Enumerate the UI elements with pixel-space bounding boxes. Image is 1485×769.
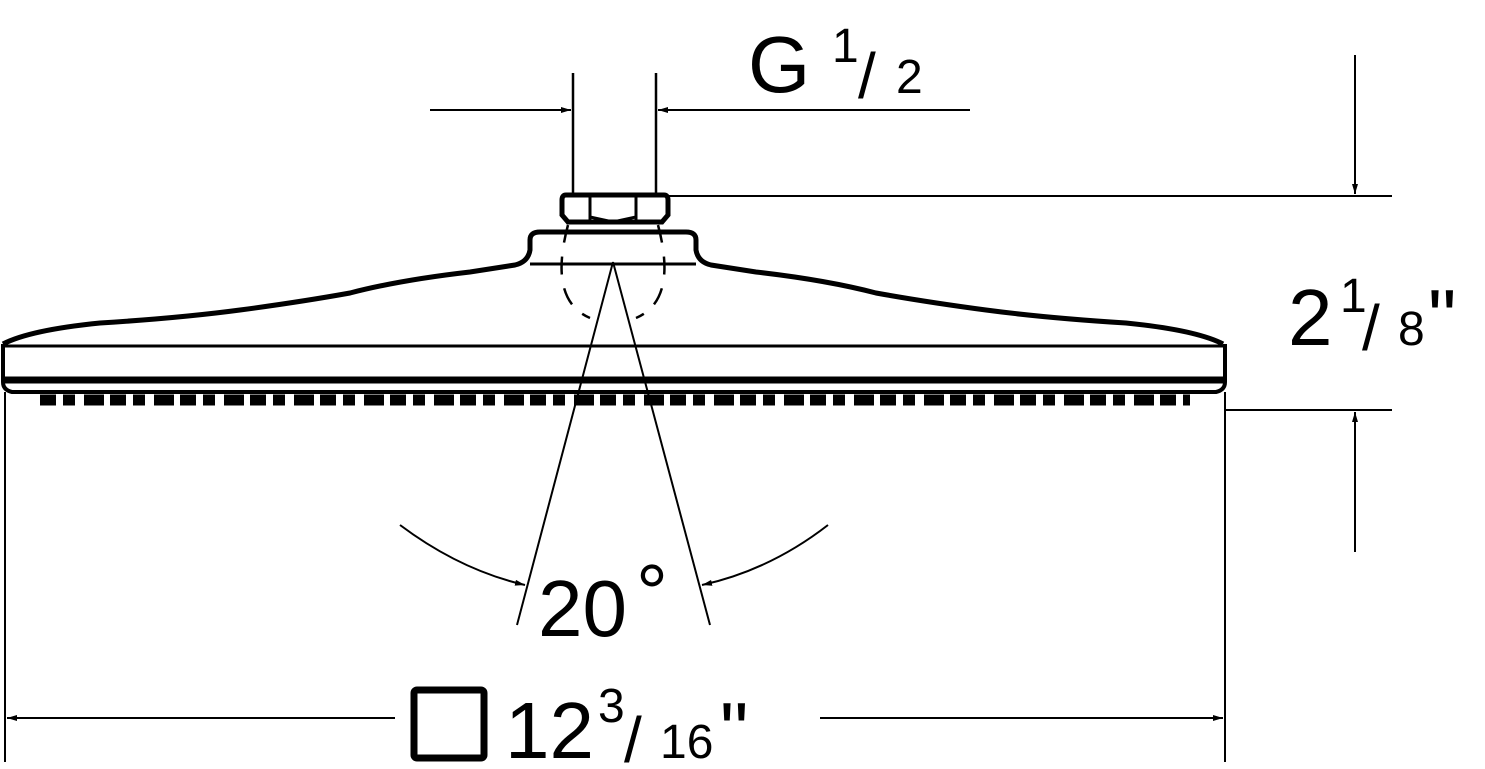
height-slash: / (1362, 292, 1380, 364)
angle-arc-right (701, 524, 829, 586)
angle-unit: ° (636, 548, 668, 637)
angle-line-left (516, 261, 614, 626)
shower-head-outline (0, 55, 1392, 762)
width-slash: / (624, 704, 642, 769)
thread-num: 1 (832, 20, 859, 73)
angle-line-right (612, 261, 711, 626)
height-num: 1 (1340, 270, 1367, 323)
thread-slash: / (858, 40, 876, 112)
height-whole: 2 (1288, 273, 1333, 362)
thread-den: 2 (896, 51, 923, 104)
height-label: 2 1 / 8 " (1288, 270, 1456, 364)
angle-arc-left (399, 524, 526, 586)
shower-plate (0, 344, 1227, 394)
shower-body-top (1, 229, 1225, 347)
hex-nut (559, 192, 671, 225)
swivel-joint-dashed (560, 224, 666, 320)
width-num: 3 (598, 680, 625, 733)
height-den: 8 (1398, 303, 1425, 356)
height-unit: " (1428, 273, 1456, 362)
thread-letter: G (748, 20, 810, 109)
thread-label: G 1 / 2 (748, 20, 923, 112)
angle-value: 20 (538, 564, 627, 653)
width-unit: " (720, 686, 748, 769)
square-symbol (410, 686, 488, 762)
angle-label: 20 ° (538, 548, 668, 653)
width-label: 12 3 / 16 " (505, 680, 748, 769)
width-den: 16 (660, 716, 713, 769)
width-whole: 12 (505, 686, 594, 769)
